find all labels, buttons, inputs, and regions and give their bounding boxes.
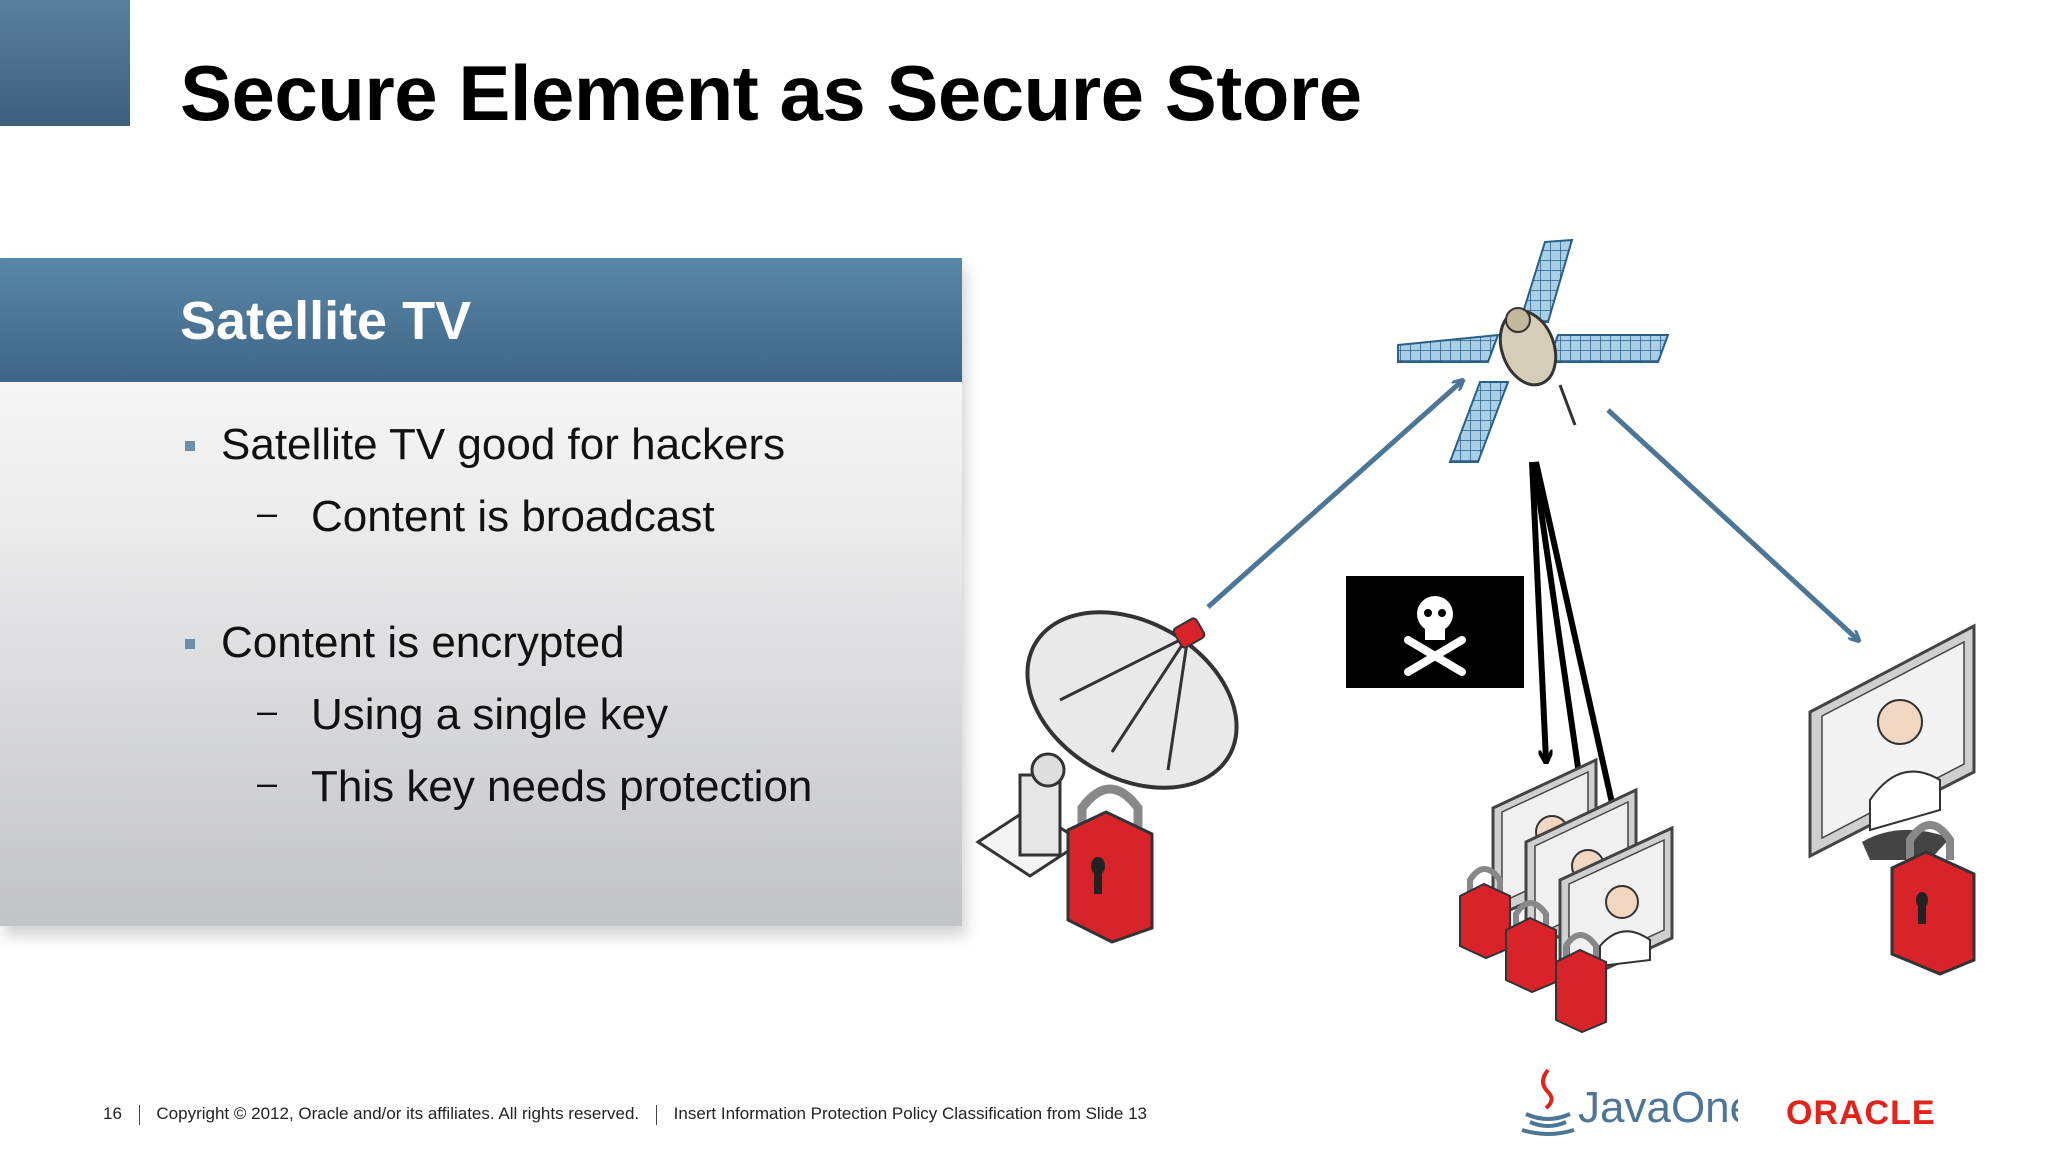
bullet-item: Content is encrypted [185,618,625,668]
java-cup-icon [1521,1068,1575,1136]
slide-title: Secure Element as Secure Store [180,49,1362,137]
bullet-text: Content is encrypted [221,618,625,667]
footer-separator [655,1104,657,1125]
sub-bullet-text: Using a single key [311,690,669,739]
footer-separator [138,1104,140,1125]
bullet-text: Satellite TV good for hackers [221,420,786,469]
bullet-item: Satellite TV good for hackers [185,420,786,470]
sub-bullet-item: – Content is broadcast [257,492,715,542]
satellite-icon [1397,238,1670,463]
panel-title: Satellite TV [180,291,472,351]
padlock-icon [1459,866,1607,1034]
downlink-arrow [1606,408,1858,640]
footer: 16 Copyright © 2012, Oracle and/or its a… [103,1104,1147,1125]
padlock-icon [1890,821,1976,976]
javaone-logo: JavaOne [1521,1068,1738,1136]
copyright-text: Copyright © 2012, Oracle and/or its affi… [156,1104,640,1123]
bullet-marker [185,441,195,451]
satellite-illustration [975,238,1976,1034]
intercept-arrows [1529,461,1618,830]
tv-screen-icon [1491,757,1674,993]
satellite-dish-icon [975,610,1239,878]
page-number: 16 [103,1104,122,1123]
sub-bullet-item: – This key needs protection [257,762,813,812]
bullet-list: Satellite TV good for hackers – Content … [0,258,962,926]
dash-marker: – [257,492,278,533]
title-accent-block [0,0,130,126]
uplink-arrow [1206,381,1462,609]
dash-marker: – [257,762,278,803]
sub-bullet-text: Content is broadcast [311,492,715,541]
padlock-icon [1066,784,1154,944]
pirate-flag-icon [1346,576,1524,688]
classification-text: Insert Information Protection Policy Cla… [673,1104,1148,1123]
panel-header: Satellite TV [0,258,962,382]
dash-marker: – [257,690,278,731]
oracle-logo: ORACLE [1786,1094,1936,1132]
bullet-marker [185,639,195,649]
javaone-wordmark: JavaOne [1578,1083,1738,1132]
sub-bullet-text: This key needs protection [311,762,813,811]
content-panel: Satellite TV Satellite TV good for hacke… [0,258,962,926]
tv-screen-icon [1808,623,1976,860]
sub-bullet-item: – Using a single key [257,690,669,740]
